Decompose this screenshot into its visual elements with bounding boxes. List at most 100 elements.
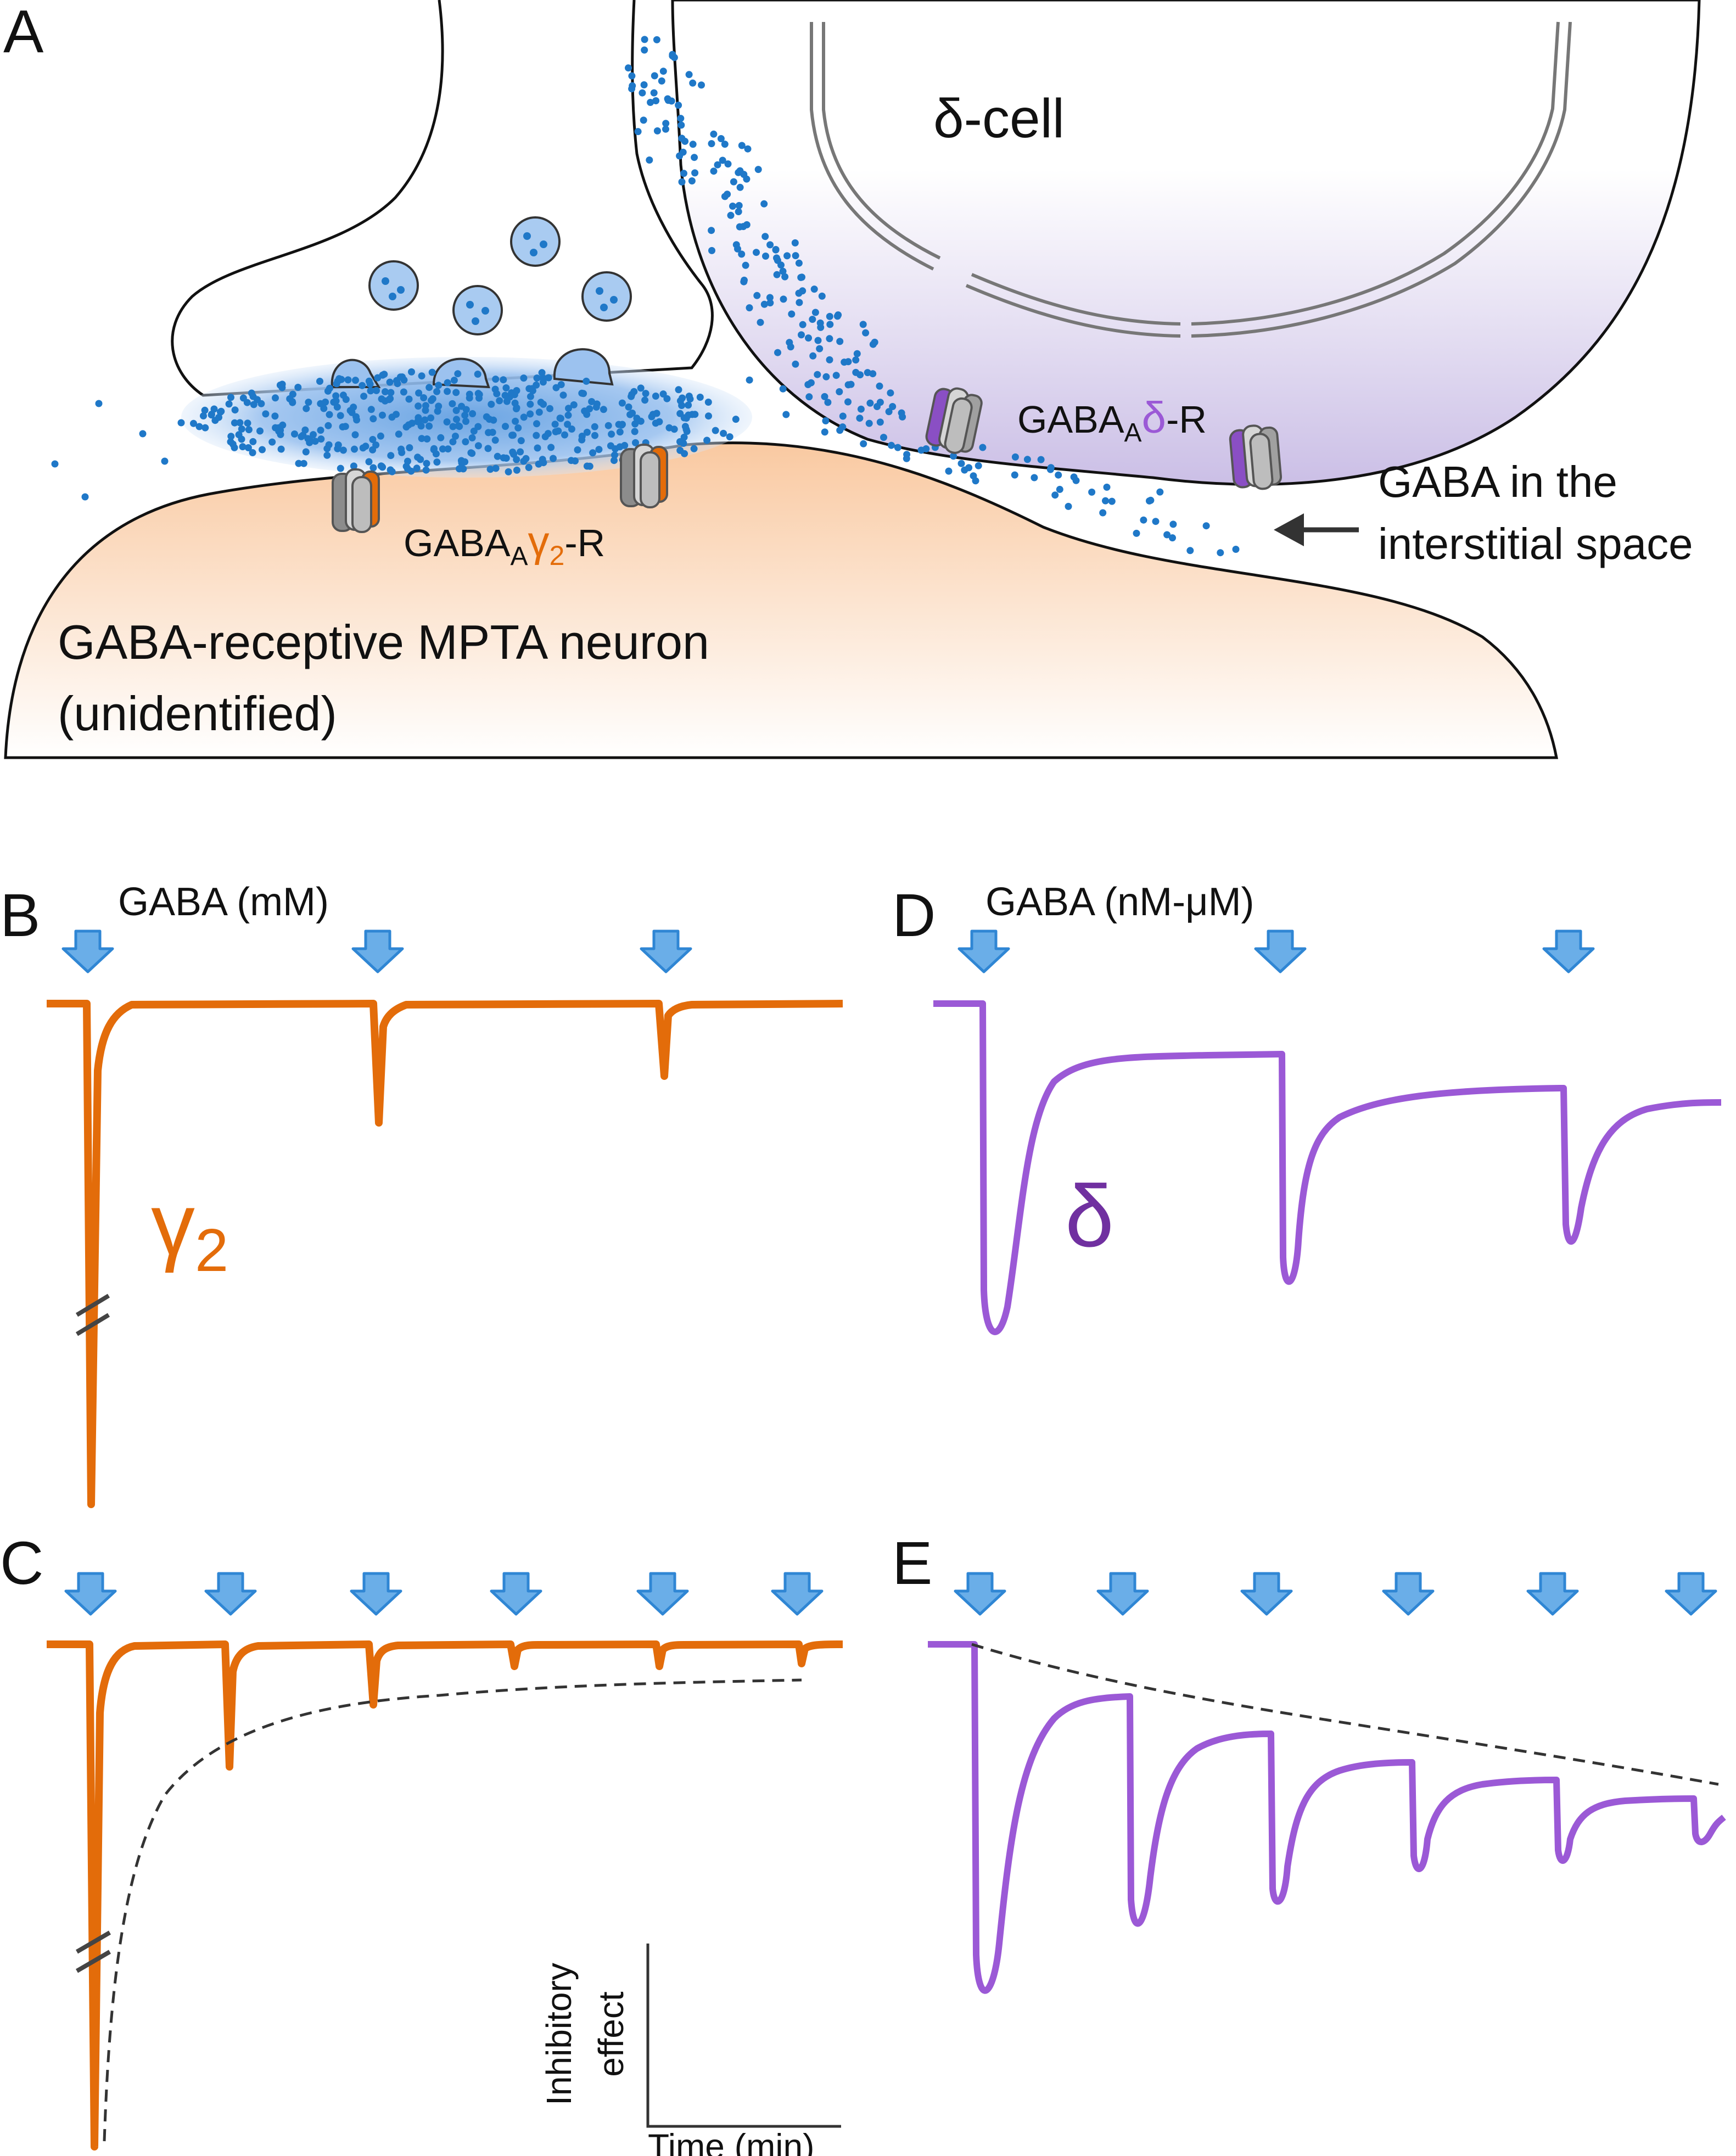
gaba-molecule bbox=[730, 178, 737, 186]
presynaptic-terminal bbox=[171, 0, 714, 397]
gaba-molecule bbox=[231, 419, 238, 427]
gaba-molecule bbox=[326, 411, 333, 418]
gaba-molecule bbox=[853, 350, 861, 357]
gaba-molecule bbox=[839, 412, 847, 420]
gaba-molecule bbox=[780, 295, 787, 303]
gaba-molecule bbox=[681, 137, 689, 145]
gaba-molecule bbox=[653, 127, 661, 135]
gaba-molecule bbox=[574, 446, 581, 453]
gaba-molecule bbox=[295, 460, 303, 467]
gaba-molecule bbox=[452, 433, 459, 440]
panel-b-axis-break bbox=[75, 1293, 110, 1336]
gaba-molecule bbox=[210, 405, 218, 413]
gaba-molecule bbox=[972, 477, 979, 485]
panel-d-arrow-1 bbox=[959, 931, 1009, 972]
gaba-molecule bbox=[822, 417, 830, 424]
gaba-molecule bbox=[675, 386, 682, 394]
gaba-molecule bbox=[454, 370, 462, 378]
gaba-molecule bbox=[779, 267, 787, 275]
gaba-molecule bbox=[337, 464, 344, 472]
gaba-molecule bbox=[680, 170, 687, 177]
gaba-molecule bbox=[647, 99, 654, 106]
gaba-molecule bbox=[227, 394, 234, 401]
scale-bar-y-label-1: Inhibitory bbox=[539, 1963, 579, 2105]
gaba-molecule bbox=[698, 81, 705, 89]
gaba-molecule bbox=[382, 388, 389, 395]
gaba-molecule bbox=[1140, 516, 1147, 524]
gaba-molecule bbox=[341, 423, 349, 430]
gaba-molecule bbox=[552, 384, 560, 391]
gaba-molecule bbox=[1232, 546, 1240, 553]
gaba-molecule bbox=[1047, 464, 1055, 472]
gaba-molecule bbox=[421, 416, 429, 424]
gaba-molecule bbox=[527, 400, 534, 408]
gaba-molecule bbox=[1186, 547, 1194, 555]
gaba-molecule bbox=[797, 273, 805, 281]
panel-b-letter: B bbox=[0, 882, 40, 949]
gaba-molecule bbox=[688, 177, 696, 184]
gaba-molecule bbox=[484, 445, 492, 452]
gaba-molecule bbox=[652, 97, 660, 104]
panel-d-stimulus-label: GABA (nM-μM) bbox=[985, 880, 1255, 924]
gaba-molecule bbox=[708, 247, 715, 254]
gaba-molecule bbox=[333, 403, 341, 411]
gaba-molecule bbox=[527, 393, 534, 400]
gaba-molecule bbox=[423, 460, 430, 467]
gaba-molecule bbox=[350, 404, 357, 411]
gaba-molecule bbox=[633, 415, 641, 422]
gaba-molecule bbox=[640, 81, 648, 88]
gaba-molecule bbox=[637, 384, 645, 392]
gaba-molecule bbox=[407, 467, 415, 475]
gaba-molecule bbox=[864, 369, 871, 377]
gaba-molecule bbox=[640, 116, 647, 124]
gaba-molecule bbox=[604, 422, 612, 429]
receptor-gamma-left bbox=[332, 468, 380, 533]
gaba-molecule bbox=[772, 246, 780, 254]
gaba-molecule bbox=[781, 273, 789, 281]
gaba-molecule bbox=[352, 377, 359, 384]
gaba-molecule bbox=[1156, 488, 1164, 496]
gaba-molecule bbox=[856, 415, 864, 422]
gaba-molecule bbox=[200, 412, 207, 419]
gaba-molecule bbox=[779, 385, 787, 393]
gaba-molecule bbox=[533, 432, 540, 439]
gaba-molecule bbox=[332, 392, 340, 400]
gaba-molecule bbox=[491, 436, 499, 444]
gaba-molecule bbox=[836, 427, 844, 434]
gaba-molecule bbox=[679, 394, 686, 402]
panel-c-letter: C bbox=[0, 1530, 43, 1597]
gaba-molecule bbox=[378, 462, 385, 470]
gaba-molecule bbox=[325, 441, 333, 449]
gaba-molecule bbox=[488, 400, 495, 408]
gaba-molecule bbox=[630, 388, 638, 395]
gaba-molecule bbox=[760, 300, 768, 308]
gaba-molecule bbox=[427, 414, 435, 422]
gaba-molecule bbox=[570, 401, 578, 408]
gaba-molecule bbox=[139, 430, 147, 438]
gaba-molecule bbox=[887, 389, 894, 397]
panel-e-arrow-5 bbox=[1528, 1573, 1577, 1614]
gaba-molecule bbox=[681, 450, 688, 457]
gaba-molecule bbox=[1037, 456, 1045, 463]
gaba-molecule bbox=[826, 335, 833, 343]
gaba-molecule bbox=[782, 411, 790, 418]
gaba-molecule bbox=[760, 200, 768, 208]
gaba-molecule bbox=[512, 417, 519, 425]
receptor-delta-right bbox=[1228, 422, 1283, 492]
gaba-molecule bbox=[957, 460, 965, 467]
gaba-molecule bbox=[439, 445, 446, 453]
gaba-molecule bbox=[922, 445, 930, 452]
gaba-molecule bbox=[903, 451, 911, 458]
gaba-molecule bbox=[161, 457, 169, 465]
gaba-molecule bbox=[489, 429, 496, 436]
gaba-molecule bbox=[545, 374, 552, 382]
gaba-molecule bbox=[51, 460, 59, 468]
gaba-molecule bbox=[525, 464, 533, 471]
gaba-molecule bbox=[351, 445, 358, 453]
gaba-molecule bbox=[81, 493, 89, 501]
gaba-molecule bbox=[691, 169, 699, 177]
panel-e-arrow-3 bbox=[1242, 1573, 1291, 1614]
gaba-molecule bbox=[894, 444, 901, 451]
gaba-molecule bbox=[373, 387, 380, 394]
gaba-molecule bbox=[177, 419, 185, 427]
